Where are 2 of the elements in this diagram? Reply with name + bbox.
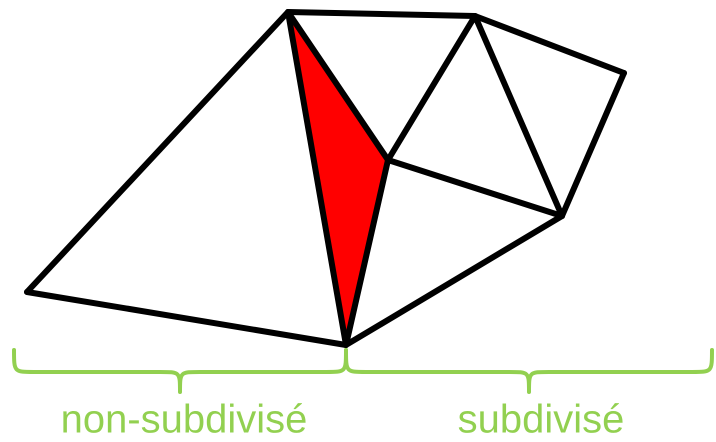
- text-label: non-subdivisé: [63, 403, 306, 433]
- text-label: subdivisé: [458, 403, 623, 433]
